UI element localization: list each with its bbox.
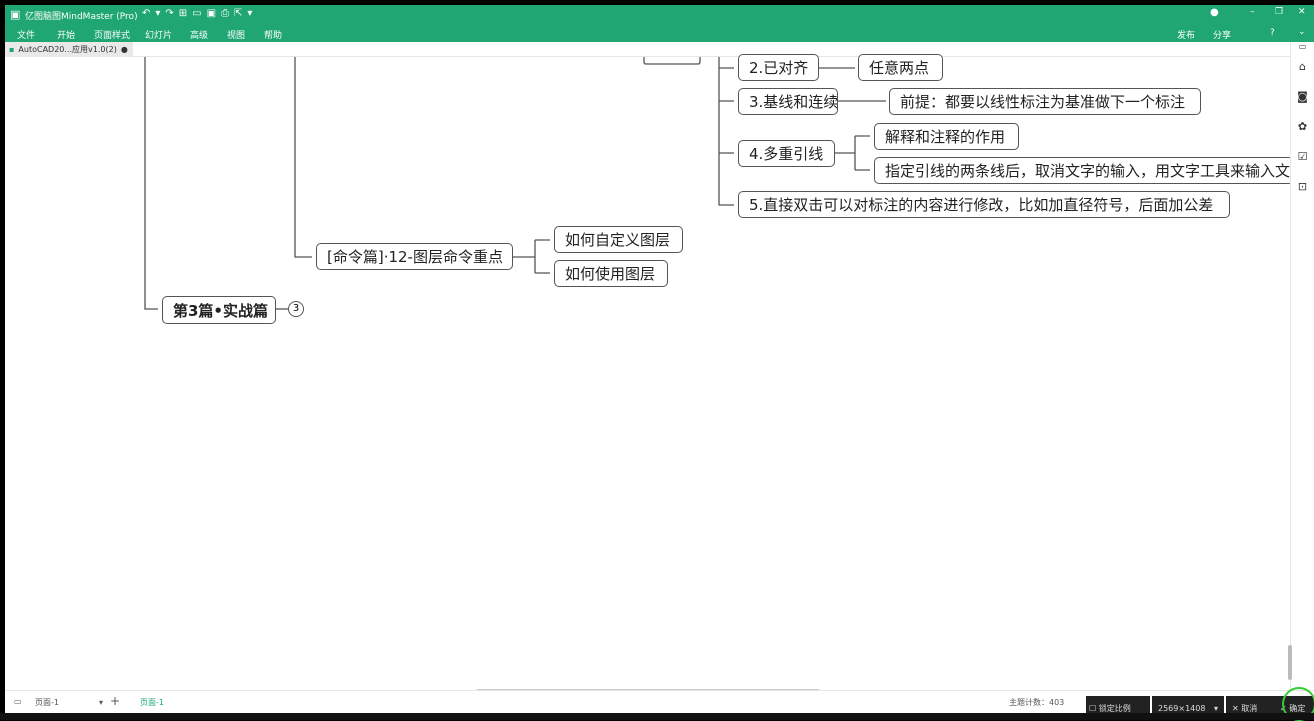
connector-part3 [144, 57, 158, 310]
minimize-button[interactable]: – [1250, 7, 1255, 17]
connector-layer-children [513, 239, 550, 274]
node-layer-command[interactable]: [命令篇]·12-图层命令重点 [316, 243, 513, 270]
menu-page-style[interactable]: 页面样式 [94, 31, 131, 41]
right-sidebar: ▭ ⌂ ◙ ✿ ☑ ⊡ [1290, 42, 1314, 690]
vertical-scrollbar[interactable] [1288, 645, 1292, 680]
page-select[interactable]: 页面-1 ▾ [35, 695, 103, 710]
publish-button[interactable]: 发布 [1177, 31, 1196, 41]
menu-view[interactable]: 视图 [227, 31, 246, 41]
unsaved-dot-icon[interactable]: ● [120, 45, 128, 54]
document-tab[interactable]: ▪ AutoCAD20...应用v1.0(2) ● [5, 42, 133, 57]
page-tab[interactable]: 页面-1 [140, 698, 164, 707]
connector-dimension [718, 57, 734, 206]
node-multileader-note2[interactable]: 指定引线的两条线后，取消文字的输入，用文字工具来输入文 [874, 157, 1294, 184]
close-button[interactable]: ✕ [1298, 7, 1306, 17]
node-part3[interactable]: 第3篇•实战篇 [162, 296, 276, 324]
collapsed-count-badge[interactable]: 3 [288, 301, 304, 317]
outline-icon[interactable]: ⊡ [1297, 180, 1308, 193]
document-icon: ▪ [9, 45, 15, 54]
format-brush-icon[interactable]: ⌂ [1299, 60, 1306, 73]
menu-bar: 文件 开始 页面样式 幻灯片 高级 视图 帮助 [17, 28, 282, 41]
node-multileader-note1[interactable]: 解释和注释的作用 [874, 123, 1019, 150]
connector-layer [294, 57, 312, 258]
maximize-button[interactable]: ❐ [1275, 7, 1284, 17]
add-page-button[interactable]: + [110, 694, 121, 708]
panel-toggle-icon[interactable]: ▭ [1298, 42, 1307, 51]
node-multileader[interactable]: 4.多重引线 [738, 140, 835, 167]
clipart-icon[interactable]: ✿ [1297, 120, 1308, 133]
node-baseline[interactable]: 3.基线和连续 [738, 88, 838, 115]
avatar[interactable]: ● [1210, 7, 1219, 18]
connector-multi [835, 135, 870, 171]
topic-count: 主题计数：403 [1009, 698, 1065, 707]
node-any-points[interactable]: 任意两点 [858, 54, 943, 81]
resolution-value: 2569×1408 [1158, 703, 1206, 713]
document-tab-label: AutoCAD20...应用v1.0(2) [18, 45, 117, 54]
menu-help[interactable]: 帮助 [264, 31, 283, 41]
cancel-label: 取消 [1241, 703, 1258, 713]
confirm-label: 确定 [1289, 703, 1306, 713]
mark-icon[interactable]: ◙ [1297, 90, 1308, 103]
bottom-edge [0, 713, 1314, 720]
node-use-layer[interactable]: 如何使用图层 [554, 260, 668, 287]
page-panel-icon[interactable]: ▭ [14, 697, 22, 706]
lock-ratio-label: 锁定比例 [1098, 703, 1131, 713]
status-bar: ▭ 页面-1 ▾ + 页面-1 主题计数：403 [5, 690, 1314, 713]
chevron-down-icon: ▾ [1213, 703, 1218, 713]
menu-slides[interactable]: 幻灯片 [145, 31, 173, 41]
help-icon[interactable]: ? [1270, 28, 1275, 38]
node-custom-layer[interactable]: 如何自定义图层 [554, 226, 683, 253]
app-title: 亿图脑图MindMaster (Pro) [25, 12, 138, 22]
partial-node [643, 57, 701, 65]
chevron-down-icon: ▾ [98, 698, 103, 707]
app-logo-icon: ▣ [10, 8, 21, 21]
title-bar: ▣ 亿图脑图MindMaster (Pro) ↶▾↷⊞▭▣⎙⇱▾ ● – ❐ ✕… [5, 5, 1314, 42]
node-double-click[interactable]: 5.直接双击可以对标注的内容进行修改，比如加直径符号，后面加公差 [738, 191, 1230, 218]
page-select-value: 页面-1 [35, 698, 59, 707]
menu-start[interactable]: 开始 [57, 31, 76, 41]
node-align[interactable]: 2.已对齐 [738, 54, 819, 81]
menu-advanced[interactable]: 高级 [190, 31, 209, 41]
quick-toolbar[interactable]: ↶▾↷⊞▭▣⎙⇱▾ [142, 8, 258, 19]
task-icon[interactable]: ☑ [1297, 150, 1308, 163]
share-button[interactable]: 分享 [1213, 31, 1232, 41]
checkbox-icon: ☐ [1089, 703, 1097, 713]
document-tab-bar: ▪ AutoCAD20...应用v1.0(2) ● [5, 42, 1314, 57]
menu-file[interactable]: 文件 [17, 31, 36, 41]
node-baseline-note[interactable]: 前提：都要以线性标注为基准做下一个标注 [889, 88, 1201, 115]
collapse-ribbon-icon[interactable]: ⌄ [1298, 27, 1306, 37]
